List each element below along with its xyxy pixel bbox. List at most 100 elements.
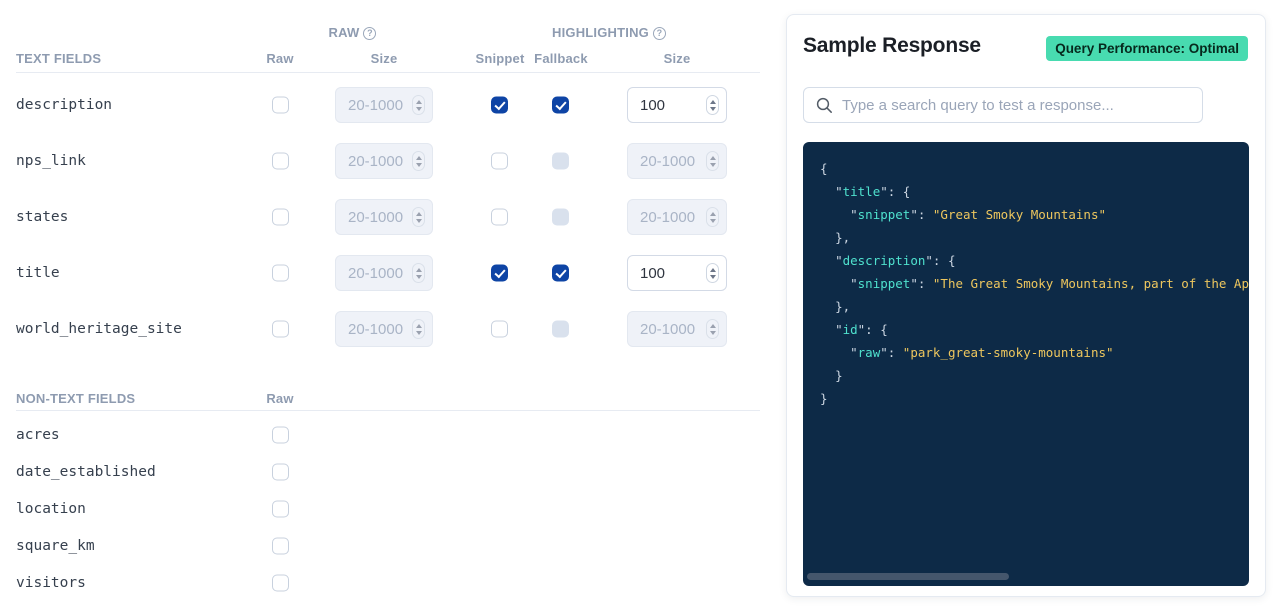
raw-size-input-description [335, 87, 433, 123]
stepper-up-icon [415, 211, 422, 216]
field-name-label: description [16, 97, 113, 113]
stepper-up-icon [709, 323, 716, 328]
highlight-size-input-nps_link [627, 143, 727, 179]
stepper-down-icon [709, 330, 716, 335]
header-divider [16, 72, 760, 73]
field-name-label: visitors [16, 574, 86, 591]
snippet-checkbox-states[interactable] [491, 208, 508, 226]
stepper-down-icon[interactable] [709, 274, 716, 279]
stepper-up-icon[interactable] [709, 267, 716, 272]
sample-response-card: Sample Response Query Performance: Optim… [786, 14, 1266, 597]
help-icon[interactable]: ? [363, 26, 377, 40]
col-header-nontext-raw: Raw [266, 391, 294, 406]
json-code-line: }, [835, 299, 851, 314]
stepper-up-icon [415, 323, 422, 328]
raw-size-input-title [335, 255, 433, 291]
field-name-label: location [16, 500, 86, 517]
fallback-checkbox-states [552, 208, 569, 226]
json-code-line: "snippet": "Great Smoky Mountains" [850, 207, 1106, 222]
highlight-size-input-world_heritage_site-field [628, 312, 726, 346]
raw-checkbox-title[interactable] [272, 264, 289, 282]
help-icon[interactable]: ? [653, 26, 666, 40]
stepper-up-icon [709, 155, 716, 160]
raw-checkbox-location[interactable] [272, 500, 289, 517]
highlight-size-input-nps_link-field [628, 144, 726, 178]
number-stepper-icon [412, 95, 425, 115]
raw-size-input-description-field [336, 88, 432, 122]
text-fields-header: TEXT FIELDS [16, 51, 102, 66]
field-name-label: world_heritage_site [16, 321, 182, 337]
json-code-line: { [820, 161, 828, 176]
highlight-size-input-description[interactable] [627, 87, 727, 123]
highlight-size-input-title[interactable] [627, 255, 727, 291]
highlight-size-input-states-field [628, 200, 726, 234]
raw-group-label: RAW [328, 25, 360, 40]
raw-checkbox-world_heritage_site[interactable] [272, 320, 289, 338]
snippet-checkbox-world_heritage_site[interactable] [491, 320, 508, 338]
stepper-up-icon [415, 267, 422, 272]
json-code-line: "snippet": "The Great Smoky Mountains, p… [850, 276, 1249, 291]
raw-size-input-world_heritage_site [335, 311, 433, 347]
raw-size-input-states-field [336, 200, 432, 234]
col-header-snippet: Snippet [475, 51, 525, 66]
horizontal-scrollbar-thumb[interactable] [807, 573, 1009, 580]
stepper-down-icon [415, 162, 422, 167]
field-name-label: title [16, 265, 60, 281]
raw-size-input-world_heritage_site-field [336, 312, 432, 346]
raw-checkbox-date_established[interactable] [272, 463, 289, 480]
query-performance-badge: Query Performance: Optimal [1046, 36, 1248, 61]
stepper-up-icon [415, 155, 422, 160]
result-fields-panel: RAW? HIGHLIGHTING? TEXT FIELDS Raw Size … [0, 0, 770, 613]
stepper-down-icon [415, 106, 422, 111]
snippet-checkbox-title[interactable] [491, 264, 508, 282]
field-name-label: states [16, 209, 69, 225]
json-code-line: "id": { [835, 322, 888, 337]
number-stepper-icon [706, 207, 719, 227]
fallback-checkbox-nps_link [552, 152, 569, 170]
field-name-label: square_km [16, 537, 95, 554]
text-field-row: states [0, 189, 770, 245]
number-stepper-icon [706, 319, 719, 339]
field-name-label: nps_link [16, 153, 86, 169]
stepper-down-icon[interactable] [709, 106, 716, 111]
non-text-field-row: square_km [0, 527, 770, 564]
raw-checkbox-square_km[interactable] [272, 537, 289, 554]
raw-group-header: RAW? [272, 25, 433, 40]
fallback-checkbox-title[interactable] [552, 264, 569, 282]
fallback-checkbox-description[interactable] [552, 96, 569, 114]
highlight-size-input-states [627, 199, 727, 235]
col-header-highlight-size: Size [663, 51, 691, 66]
text-field-row: nps_link [0, 133, 770, 189]
raw-size-input-states [335, 199, 433, 235]
header-divider [16, 410, 760, 411]
number-stepper-icon[interactable] [706, 95, 719, 115]
stepper-down-icon [415, 330, 422, 335]
raw-checkbox-nps_link[interactable] [272, 152, 289, 170]
non-text-field-row: visitors [0, 564, 770, 601]
raw-size-input-title-field [336, 256, 432, 290]
stepper-up-icon[interactable] [709, 99, 716, 104]
highlight-size-input-world_heritage_site [627, 311, 727, 347]
snippet-checkbox-nps_link[interactable] [491, 152, 508, 170]
field-name-label: date_established [16, 463, 156, 480]
raw-checkbox-description[interactable] [272, 96, 289, 114]
highlighting-group-label: HIGHLIGHTING [551, 25, 649, 40]
text-field-row: description [0, 77, 770, 133]
stepper-down-icon [415, 274, 422, 279]
non-text-field-row: acres [0, 416, 770, 453]
raw-checkbox-acres[interactable] [272, 426, 289, 443]
sample-search-box [803, 87, 1203, 123]
raw-checkbox-visitors[interactable] [272, 574, 289, 591]
field-name-label: acres [16, 426, 60, 443]
number-stepper-icon[interactable] [706, 263, 719, 283]
search-icon [816, 97, 832, 113]
non-text-field-row: location [0, 490, 770, 527]
highlighting-group-header: HIGHLIGHTING? [491, 25, 727, 40]
text-field-row: title [0, 245, 770, 301]
json-code-line: "raw": "park_great-smoky-mountains" [850, 345, 1114, 360]
json-code-line: } [820, 391, 828, 406]
raw-checkbox-states[interactable] [272, 208, 289, 226]
snippet-checkbox-description[interactable] [491, 96, 508, 114]
search-query-input[interactable] [804, 88, 1202, 122]
